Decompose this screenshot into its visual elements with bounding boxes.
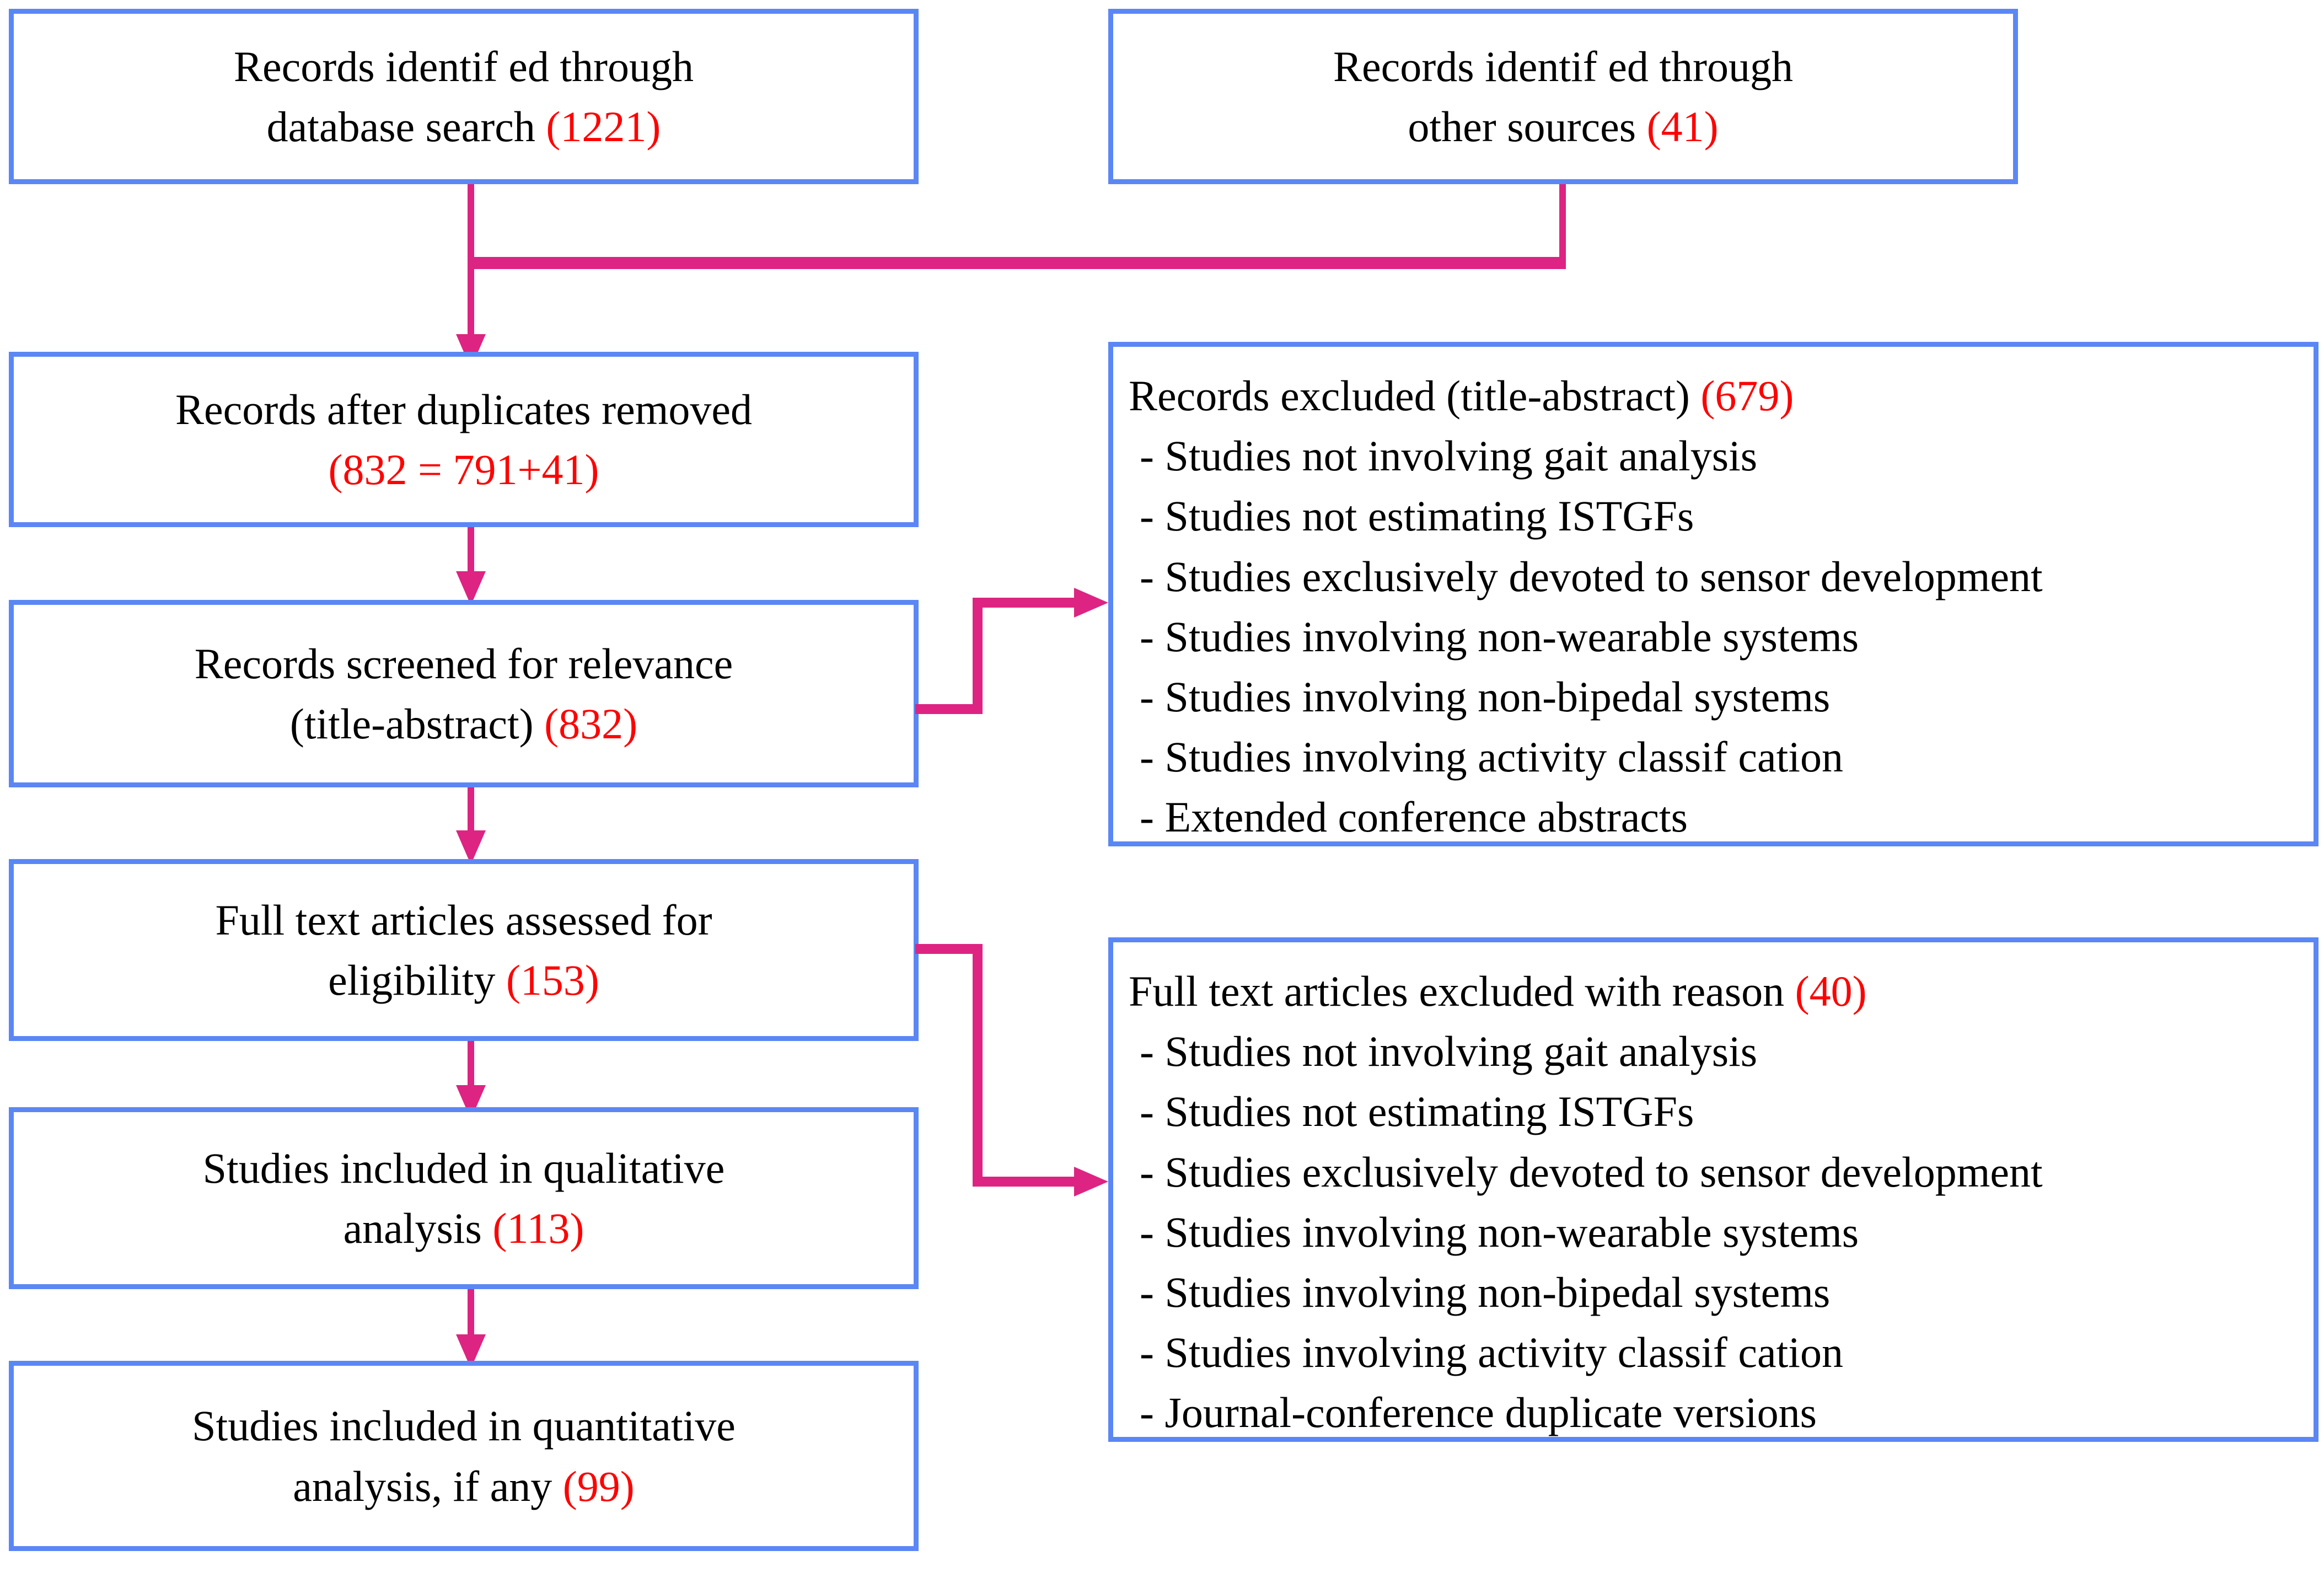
excluded-title-abstract-item: - Studies not involving gait analysis bbox=[1140, 432, 1758, 480]
excluded-title-abstract-item: - Studies involving activity classif cat… bbox=[1140, 733, 1843, 781]
excluded-title-abstract-item: - Studies involving non-bipedal systems bbox=[1140, 672, 1831, 721]
excluded-title-abstract-item: - Extended conference abstracts bbox=[1140, 793, 1688, 841]
excluded-full-text-label: Full text articles excluded with reason bbox=[1129, 967, 1795, 1015]
fulltext-count: (153) bbox=[506, 956, 599, 1004]
connector-box2-down-stub bbox=[1559, 184, 1566, 264]
box-excluded-title-abstract: Records excluded (title-abstract) (679) … bbox=[1108, 342, 2318, 846]
excluded-title-abstract-item: - Studies exclusively devoted to sensor … bbox=[1140, 552, 2043, 600]
connector-screened-excl-h1 bbox=[915, 704, 983, 714]
qualitative-count: (113) bbox=[492, 1204, 584, 1252]
connector-fulltext-excl-h2 bbox=[973, 1177, 1075, 1187]
box-quantitative-line2: analysis, if any (99) bbox=[293, 1456, 635, 1516]
fulltext-label: eligibility bbox=[328, 956, 506, 1004]
screened-count: (832) bbox=[544, 700, 638, 748]
connector-screened-to-fulltext bbox=[468, 787, 474, 838]
box-duplicates-line1: Records after duplicates removed bbox=[175, 385, 753, 433]
connector-fulltext-to-qualitative bbox=[468, 1041, 474, 1093]
connector-box1-down-stub bbox=[468, 184, 474, 264]
box-records-other-sources-line1: Records identif ed through bbox=[1333, 42, 1793, 90]
box-excluded-full-text: Full text articles excluded with reason … bbox=[1108, 937, 2318, 1442]
excluded-full-text-item: - Studies not estimating ISTGFs bbox=[1140, 1087, 1694, 1136]
quantitative-count: (99) bbox=[562, 1462, 635, 1510]
arrow-into-excluded-title-abstract-box bbox=[1074, 588, 1108, 618]
excluded-full-text-count: (40) bbox=[1795, 967, 1867, 1015]
box-included-qualitative: Studies included in qualitative analysis… bbox=[9, 1107, 919, 1289]
arrow-into-fulltext-box bbox=[456, 830, 486, 865]
excluded-full-text-heading: Full text articles excluded with reason … bbox=[1113, 961, 1867, 1021]
connector-screened-excl-v bbox=[973, 598, 983, 714]
excluded-full-text-item: - Studies not involving gait analysis bbox=[1140, 1027, 1758, 1076]
excluded-full-text-item: - Studies involving activity classif cat… bbox=[1140, 1328, 1843, 1377]
excluded-title-abstract-heading: Records excluded (title-abstract) (679) bbox=[1113, 366, 1794, 426]
box-records-database-search-line1: Records identif ed through bbox=[234, 42, 694, 90]
box-screened-line2: (title-abstract) (832) bbox=[290, 694, 637, 754]
quantitative-label: analysis, if any bbox=[293, 1462, 563, 1510]
arrow-into-screened-box bbox=[456, 571, 486, 605]
other-sources-label: other sources bbox=[1408, 103, 1647, 151]
box-fulltext-line1: Full text articles assessed for bbox=[215, 895, 712, 944]
connector-screened-excl-h2 bbox=[973, 598, 1075, 608]
box-included-quantitative: Studies included in quantitative analysi… bbox=[9, 1361, 919, 1551]
box-duplicates-count: (832 = 791+41) bbox=[328, 446, 599, 493]
arrow-into-excluded-fulltext-box bbox=[1074, 1167, 1108, 1197]
screened-label: (title-abstract) bbox=[289, 700, 545, 748]
db-search-count: (1221) bbox=[546, 103, 661, 151]
excluded-full-text-item: - Studies exclusively devoted to sensor … bbox=[1140, 1147, 2043, 1196]
connector-merge-horizontal bbox=[468, 257, 1566, 269]
excluded-title-abstract-item: - Studies not estimating ISTGFs bbox=[1140, 492, 1694, 540]
excluded-title-abstract-label: Records excluded (title-abstract) bbox=[1129, 372, 1701, 420]
connector-merge-down bbox=[468, 257, 474, 341]
box-quantitative-line1: Studies included in quantitative bbox=[192, 1402, 736, 1450]
box-qualitative-line1: Studies included in qualitative bbox=[202, 1144, 725, 1192]
excluded-full-text-item: - Journal-conference duplicate versions bbox=[1140, 1388, 1817, 1437]
excluded-title-abstract-count: (679) bbox=[1700, 372, 1794, 420]
box-records-database-search: Records identif ed through database sear… bbox=[9, 9, 919, 184]
box-records-after-duplicates: Records after duplicates removed (832 = … bbox=[9, 352, 919, 527]
excluded-full-text-item: - Studies involving non-bipedal systems bbox=[1140, 1268, 1831, 1316]
box-qualitative-line2: analysis (113) bbox=[343, 1198, 584, 1258]
excluded-full-text-item: - Studies involving non-wearable systems bbox=[1140, 1208, 1859, 1256]
qualitative-label: analysis bbox=[343, 1204, 493, 1252]
connector-duplicates-to-screened bbox=[468, 527, 474, 578]
box-records-database-search-line2: database search (1221) bbox=[267, 96, 661, 157]
other-sources-count: (41) bbox=[1646, 103, 1719, 151]
connector-fulltext-excl-h1 bbox=[915, 944, 983, 954]
connector-fulltext-excl-v bbox=[973, 944, 983, 1187]
box-records-other-sources: Records identif ed through other sources… bbox=[1108, 9, 2018, 184]
box-screened-line1: Records screened for relevance bbox=[194, 639, 733, 688]
connector-qualitative-to-quantitative bbox=[468, 1289, 474, 1345]
box-fulltext-assessed: Full text articles assessed for eligibil… bbox=[9, 859, 919, 1041]
box-records-screened: Records screened for relevance (title-ab… bbox=[9, 600, 919, 787]
excluded-title-abstract-item: - Studies involving non-wearable systems bbox=[1140, 612, 1859, 661]
box-fulltext-line2: eligibility (153) bbox=[328, 950, 599, 1010]
db-search-label: database search bbox=[266, 103, 546, 151]
box-records-other-sources-line2: other sources (41) bbox=[1408, 96, 1718, 157]
